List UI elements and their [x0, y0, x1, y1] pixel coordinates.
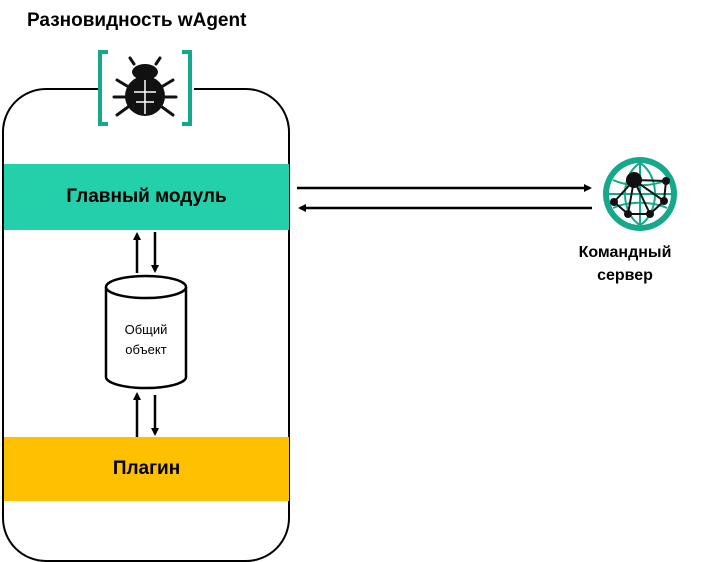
command-server-label: Командный сервер: [570, 241, 680, 287]
plugin-block: Плагин: [4, 437, 289, 501]
plugin-label: Плагин: [112, 458, 181, 479]
main-module-label: Главный модуль: [66, 186, 227, 207]
server-label-line1: Командный: [578, 244, 672, 261]
shared-object-line2: объект: [125, 342, 167, 357]
shared-object-label: Общий объект: [106, 320, 186, 360]
diagram-title: Разновидность wAgent: [27, 10, 247, 31]
main-module-block: Главный модуль: [4, 164, 289, 230]
shared-object-line1: Общий: [124, 322, 168, 337]
bug-icon: [98, 50, 192, 126]
network-globe-icon: [603, 157, 677, 231]
shared-object-cylinder: [104, 274, 188, 390]
server-label-line2: сервер: [597, 267, 653, 284]
